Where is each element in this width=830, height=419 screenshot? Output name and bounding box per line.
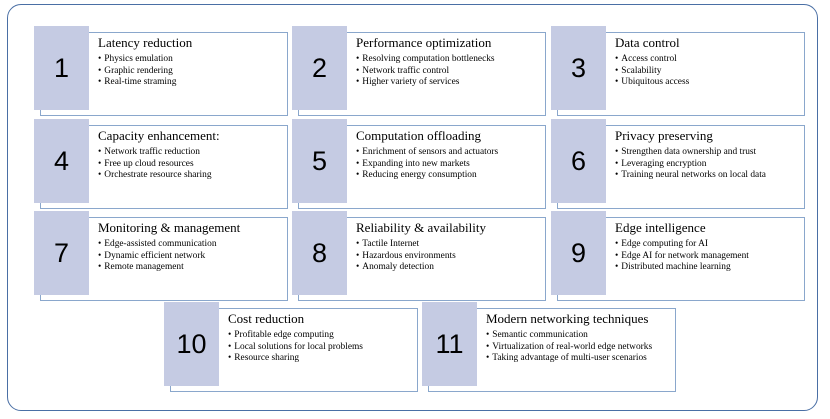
card-item: Semantic communication [486,330,652,342]
card-number: 7 [53,237,70,268]
card-item-list: Semantic communication Virtualization of… [486,330,652,365]
card-item-list: Physics emulation Graphic rendering Real… [98,54,176,89]
card-number-box: 6 [551,119,606,203]
card-item-list: Strengthen data ownership and trust Leve… [615,147,766,182]
card-number: 11 [435,328,464,359]
card-number-box: 9 [551,211,606,295]
card-item: Enrichment of sensors and actuators [356,147,498,159]
card-item: Higher variety of services [356,77,495,89]
card-item: Edge-assisted communication [98,239,216,251]
card-item: Access control [615,54,689,66]
card-item: Network traffic reduction [98,147,212,159]
card-item: Taking advantage of multi-user scenarios [486,353,652,365]
card-item: Free up cloud resources [98,159,212,171]
card-item-list: Edge-assisted communication Dynamic effi… [98,239,217,274]
card-title: Performance optimization [356,35,492,50]
card-11: 11 Modern networking techniques Semantic… [422,302,676,392]
card-title: Computation offloading [356,128,482,143]
card-number-box: 7 [34,211,89,295]
card-number: 6 [570,145,587,176]
card-number: 9 [570,237,587,268]
card-item: Network traffic control [356,66,495,78]
card-3: 3 Data control Access control Scalabilit… [551,26,805,116]
card-number-box: 5 [292,119,347,203]
card-item: Expanding into new markets [356,159,498,171]
card-number: 4 [53,145,70,176]
card-item-list: Edge computing for AI Edge AI for networ… [615,239,749,274]
card-number-box: 10 [164,302,219,386]
card-item: Profitable edge computing [228,330,363,342]
card-title: Capacity enhancement: [98,128,220,143]
card-item: Virtualization of real-world edge networ… [486,342,652,354]
card-number-box: 8 [292,211,347,295]
card-item: Leveraging encryption [615,159,766,171]
card-item: Edge computing for AI [615,239,749,251]
card-2: 2 Performance optimization Resolving com… [292,26,546,116]
card-number: 8 [311,237,328,268]
card-item: Distributed machine learning [615,262,749,274]
card-item: Anomaly detection [356,262,456,274]
card-item: Physics emulation [98,54,176,66]
card-item: Remote management [98,262,217,274]
card-1: 1 Latency reduction Physics emulation Gr… [34,26,288,116]
card-4: 4 Capacity enhancement: Network traffic … [34,119,288,209]
card-number: 5 [311,145,328,176]
card-item: Ubiquitous access [615,77,689,89]
card-item: Reducing energy consumption [356,170,498,182]
card-item: Local solutions for local problems [228,342,363,354]
card-title: Modern networking techniques [486,311,649,326]
card-item-list: Profitable edge computing Local solution… [228,330,363,365]
card-number: 1 [53,52,70,83]
card-number: 3 [570,52,587,83]
card-item-list: Network traffic reduction Free up cloud … [98,147,212,182]
card-8: 8 Reliability & availability Tactile Int… [292,211,546,301]
card-item: Hazardous environments [356,251,455,263]
card-item: Strengthen data ownership and trust [615,147,766,159]
card-item-list: Access control Scalability Ubiquitous ac… [615,54,689,89]
card-item: Resource sharing [228,353,363,365]
card-item: Dynamic efficient network [98,251,217,263]
card-title: Reliability & availability [356,220,486,235]
card-7: 7 Monitoring & management Edge-assisted … [34,211,288,301]
card-item: Tactile Internet [356,239,456,251]
card-6: 6 Privacy preserving Strengthen data own… [551,119,805,209]
card-number: 2 [311,52,328,83]
card-title: Monitoring & management [98,220,241,235]
card-5: 5 Computation offloading Enrichment of s… [292,119,546,209]
card-title: Cost reduction [228,311,305,326]
card-item: Orchestrate resource sharing [98,170,211,182]
card-item-list: Enrichment of sensors and actuators Expa… [356,147,498,182]
card-item: Training neural networks on local data [615,170,766,182]
card-item: Real-time straming [98,77,176,89]
card-number-box: 11 [422,302,477,386]
card-item: Scalability [615,66,689,78]
card-number-box: 4 [34,119,89,203]
card-title: Latency reduction [98,35,193,50]
card-item-list: Tactile Internet Hazardous environments … [356,239,456,274]
card-number-box: 3 [551,26,606,110]
card-title: Edge intelligence [615,220,706,235]
card-title: Privacy preserving [615,128,713,143]
card-number: 10 [176,328,207,359]
card-10: 10 Cost reduction Profitable edge comput… [164,302,418,392]
card-number-box: 1 [34,26,89,110]
card-item: Resolving computation bottlenecks [356,54,494,66]
card-item: Graphic rendering [98,66,176,78]
card-9: 9 Edge intelligence Edge computing for A… [551,211,805,301]
card-item-list: Resolving computation bottlenecks Networ… [356,54,495,89]
card-title: Data control [615,35,680,50]
card-item: Edge AI for network management [615,251,749,263]
card-number-box: 2 [292,26,347,110]
diagram-frame [7,4,818,411]
